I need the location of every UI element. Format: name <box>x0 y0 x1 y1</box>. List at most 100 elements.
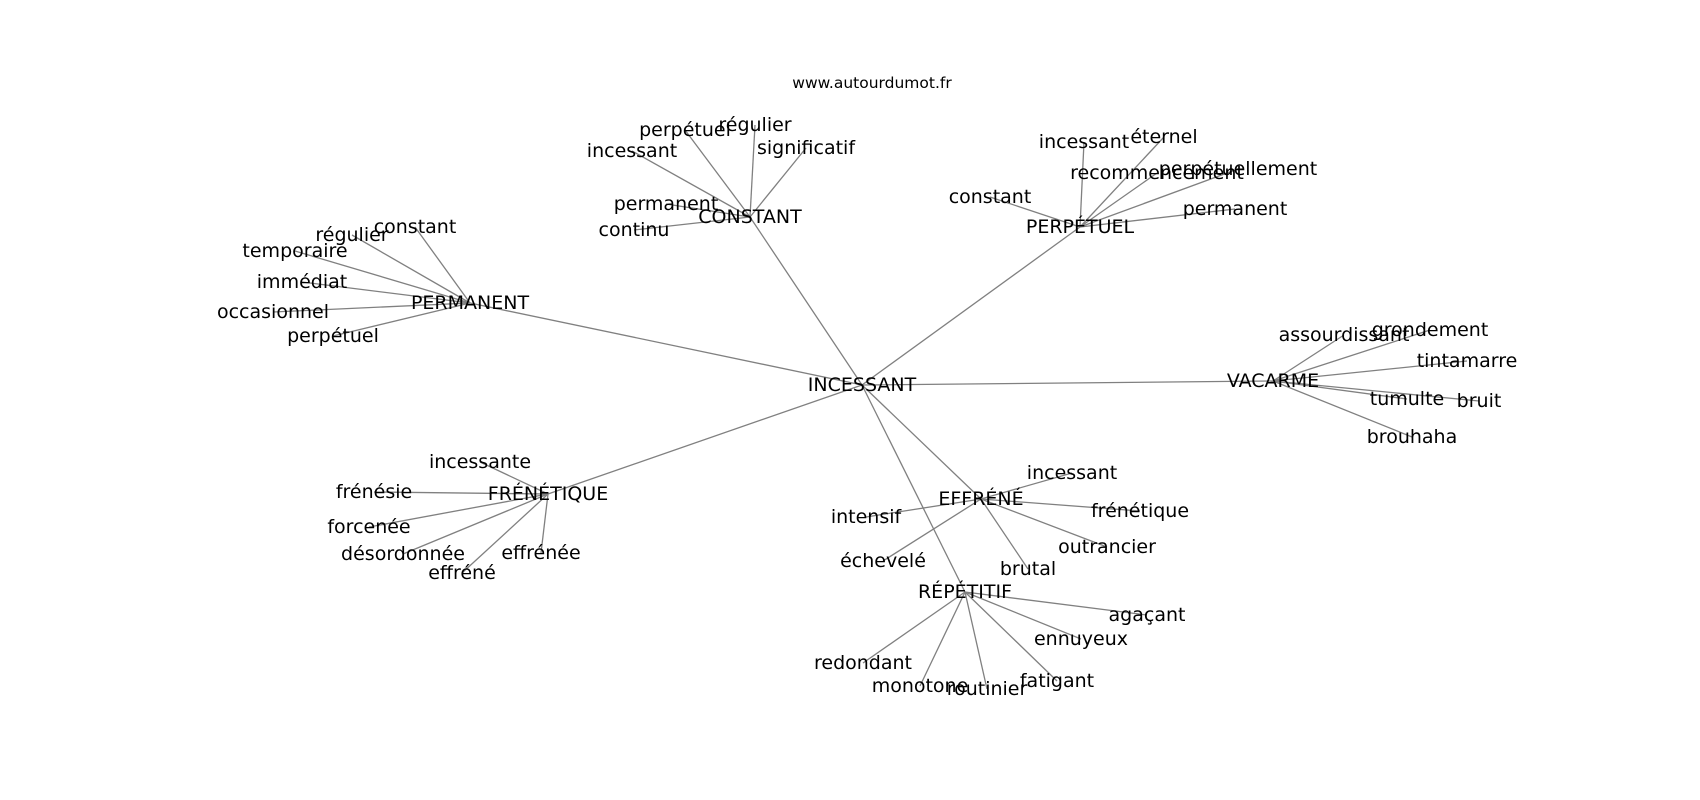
edge-perpetuel-perpetuellement <box>1079 168 1239 228</box>
node-leaf-repetitif-routinier: routinier <box>947 678 1028 700</box>
node-leaf-frenetique-forcenee: forcenée <box>327 516 410 538</box>
edge-permanent-perpetuel <box>332 302 471 337</box>
node-leaf-effrene-echevele: échevelé <box>840 550 926 572</box>
edge-frenetique-forcenee <box>368 493 549 528</box>
edge-frenetique-effrene <box>461 493 549 574</box>
node-leaf-frenetique-effrene: effréné <box>428 562 496 584</box>
edge-repetitif-routinier <box>964 591 988 690</box>
edge-center-repetitif <box>861 384 966 593</box>
node-leaf-constant-regulier: régulier <box>718 114 791 136</box>
edge-center-frenetique <box>547 384 863 495</box>
edge-frenetique-desordonnee <box>402 493 549 555</box>
node-leaf-permanent-immediat: immédiat <box>257 271 347 293</box>
edge-effrene-outrancier <box>980 498 1108 548</box>
edge-constant-permanent <box>665 203 751 218</box>
edge-permanent-regulier <box>351 234 471 304</box>
node-leaf-perpetuel-permanent: permanent <box>1183 198 1288 220</box>
node-leaf-frenetique-desordonnee: désordonnée <box>341 543 465 565</box>
node-hub-constant: CONSTANT <box>698 206 802 228</box>
node-leaf-permanent-occasionnel: occasionnel <box>217 301 329 323</box>
node-leaf-perpetuel-perpetuellement: perpétuellement <box>1159 158 1317 180</box>
node-leaf-perpetuel-recommencement: recommencement <box>1070 162 1244 184</box>
node-hub-frenetique: FRÉNÉTIQUE <box>488 482 608 505</box>
node-hub-perpetuel: PERPÉTUEL <box>1026 215 1135 238</box>
edge-perpetuel-incessant <box>1079 141 1085 228</box>
node-leaf-vacarme-bruit: bruit <box>1457 390 1502 412</box>
edge-repetitif-ennuyeux <box>964 591 1082 640</box>
node-hub-effrene: EFFRÉNÉ <box>938 487 1023 510</box>
node-leaf-constant-perpetuel: perpétuel <box>639 119 731 141</box>
node-leaf-repetitif-ennuyeux: ennuyeux <box>1034 628 1128 650</box>
edge-repetitif-agacant <box>964 591 1148 616</box>
node-center-incessant: INCESSANT <box>808 374 917 396</box>
edge-frenetique-incessante <box>479 461 549 495</box>
node-leaf-repetitif-fatigant: fatigant <box>1020 670 1094 692</box>
node-leaf-repetitif-redondant: redondant <box>814 652 912 674</box>
edge-center-vacarme <box>861 380 1274 386</box>
edge-center-constant <box>749 216 863 386</box>
node-leaf-frenetique-incessante: incessante <box>429 451 531 473</box>
edge-vacarme-bruit <box>1272 380 1480 402</box>
graph-edges <box>272 124 1480 690</box>
edge-repetitif-monotone <box>919 591 966 687</box>
node-leaf-constant-continu: continu <box>599 219 670 241</box>
edge-perpetuel-permanent <box>1079 208 1236 228</box>
node-leaf-effrene-frenetique: frénétique <box>1091 500 1189 522</box>
edge-repetitif-redondant <box>862 591 966 664</box>
node-leaf-effrene-brutal: brutal <box>1000 558 1056 580</box>
edge-effrene-incessant <box>980 472 1073 500</box>
edge-permanent-constant <box>414 226 471 304</box>
edge-perpetuel-eternel <box>1079 136 1165 228</box>
node-leaf-effrene-intensif: intensif <box>831 506 903 528</box>
node-leaf-vacarme-grondement: grondement <box>1372 319 1489 341</box>
node-leaf-effrene-outrancier: outrancier <box>1058 536 1156 558</box>
edge-center-perpetuel <box>861 226 1081 386</box>
node-leaf-permanent-temporaire: temporaire <box>242 240 347 262</box>
edge-vacarme-grondement <box>1272 329 1431 382</box>
edge-frenetique-frenesie <box>373 491 549 495</box>
node-hub-repetitif: RÉPÉTITIF <box>918 580 1012 603</box>
node-leaf-constant-incessant: incessant <box>587 140 677 162</box>
edge-center-permanent <box>469 302 863 386</box>
edge-vacarme-tintamarre <box>1272 360 1468 382</box>
edge-vacarme-tumulte <box>1272 380 1408 400</box>
edge-permanent-occasionnel <box>272 302 471 313</box>
edge-effrene-frenetique <box>980 498 1141 512</box>
edge-constant-significatif <box>749 147 807 218</box>
edge-center-effrene <box>861 384 982 500</box>
node-leaf-permanent-perpetuel: perpétuel <box>287 325 379 347</box>
edge-perpetuel-recommencement <box>1079 172 1158 228</box>
node-leaf-constant-permanent: permanent <box>614 193 719 215</box>
node-leaf-frenetique-effrenee: effrénée <box>501 542 580 564</box>
edge-permanent-temporaire <box>294 250 471 304</box>
edge-constant-continu <box>633 216 751 231</box>
node-leaf-permanent-constant: constant <box>374 216 457 238</box>
node-leaf-vacarme-assourdissant: assourdissant <box>1279 324 1410 346</box>
node-leaf-permanent-regulier: régulier <box>315 224 388 246</box>
edge-frenetique-effrenee <box>540 493 549 554</box>
edge-effrene-brutal <box>980 498 1029 570</box>
edge-repetitif-fatigant <box>964 591 1058 682</box>
node-leaf-repetitif-agacant: agaçant <box>1109 604 1186 626</box>
edge-vacarme-assourdissant <box>1272 334 1345 382</box>
edge-perpetuel-constant <box>989 196 1081 228</box>
edge-permanent-immediat <box>301 281 471 304</box>
edge-effrene-echevele <box>882 498 982 562</box>
edge-vacarme-brouhaha <box>1272 380 1413 438</box>
node-hub-vacarme: VACARME <box>1227 370 1319 392</box>
edge-constant-regulier <box>749 124 756 218</box>
node-leaf-vacarme-tintamarre: tintamarre <box>1417 350 1518 372</box>
node-leaf-repetitif-monotone: monotone <box>872 675 969 697</box>
node-hub-permanent: PERMANENT <box>411 292 529 314</box>
node-leaf-perpetuel-constant: constant <box>949 186 1032 208</box>
node-leaf-frenetique-frenesie: frénésie <box>336 481 412 503</box>
node-leaf-perpetuel-incessant: incessant <box>1039 131 1129 153</box>
graph-labels: www.autourdumot.fr INCESSANTPERMANENTcon… <box>217 74 1517 700</box>
node-leaf-vacarme-brouhaha: brouhaha <box>1367 426 1458 448</box>
node-leaf-perpetuel-eternel: éternel <box>1130 126 1197 148</box>
node-leaf-effrene-incessant: incessant <box>1027 462 1117 484</box>
edge-constant-perpetuel <box>684 129 751 218</box>
edge-constant-incessant <box>631 150 751 218</box>
node-leaf-vacarme-tumulte: tumulte <box>1370 388 1444 410</box>
